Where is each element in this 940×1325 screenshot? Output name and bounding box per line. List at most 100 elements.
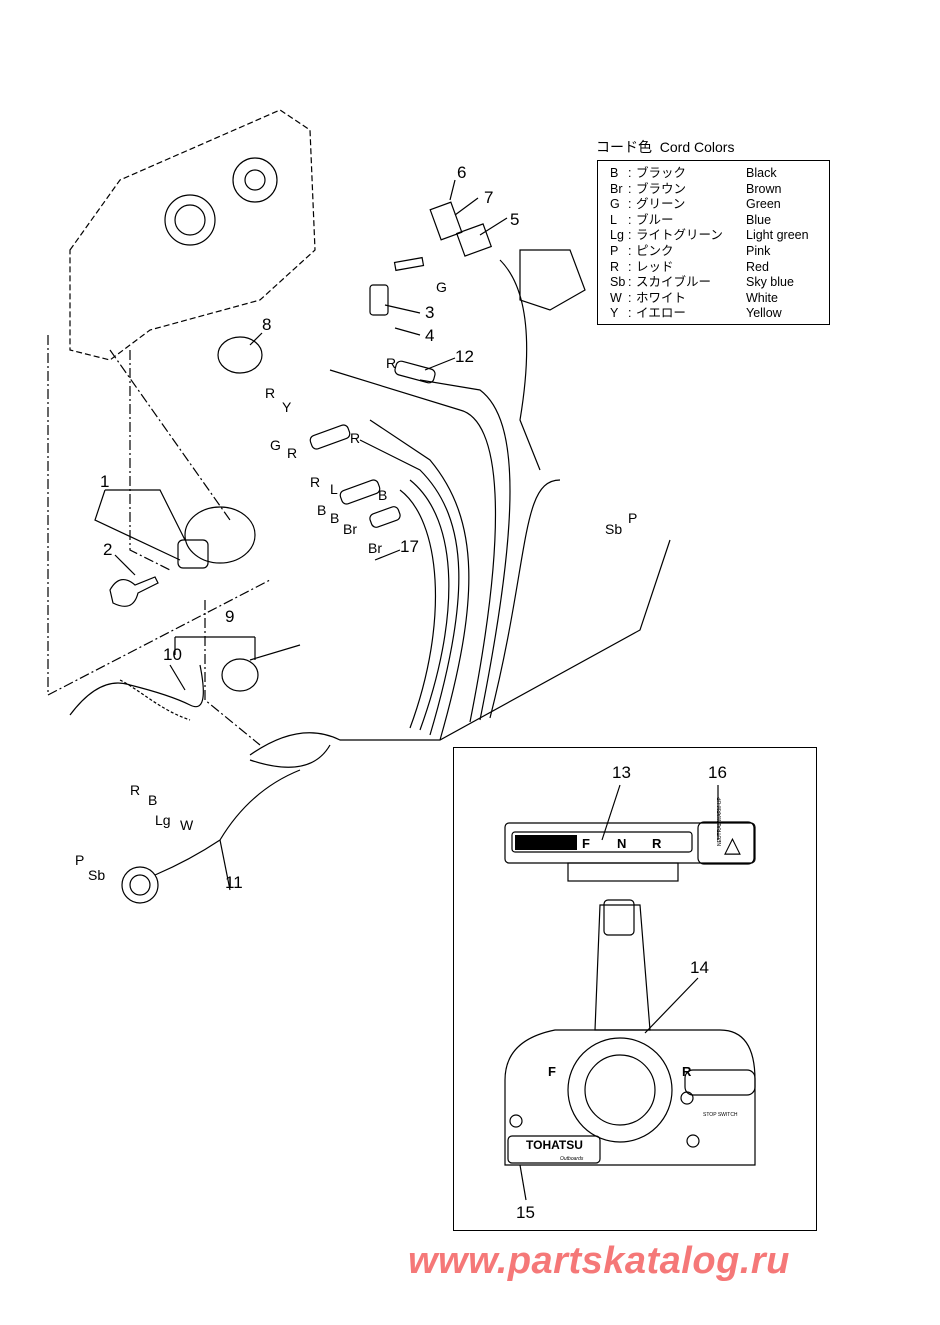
wire-label: Sb [88,867,105,883]
wire-label: Br [368,540,382,556]
legend-jp: ホワイト [636,290,687,305]
part-label-14: 14 [690,958,709,977]
wire-label: Y [282,399,292,415]
part-label-12: 12 [455,347,474,366]
legend-code: R [610,259,620,274]
wire-label: B [148,792,157,808]
legend-jp: スカイブルー [636,275,712,290]
part-label-6: 6 [457,163,466,182]
legend-code: W [610,290,622,305]
indicator-display [515,835,577,850]
part-label-1: 1 [100,472,109,491]
engine-housing [69,109,316,361]
legend-jp: ライトグリーン [636,228,723,243]
separator: : [628,244,632,258]
separator: : [628,197,632,212]
warning-triangle-icon: △ [724,832,741,857]
legend-jp: ブラック [636,166,687,180]
part-label-9: 9 [225,607,234,626]
legend-jp: ピンク [636,244,674,258]
wire-label: R [287,445,297,461]
wire-label: G [270,437,281,453]
wire-label: P [628,510,637,526]
legend-en: White [746,290,778,305]
legend-en: Sky blue [746,275,794,290]
legend-row: B: ブラック Black [610,166,777,182]
legend-en: Black [746,166,777,180]
separator: : [628,306,632,321]
wire-label: Sb [605,521,622,537]
legend-jp: レッド [636,259,674,274]
brand-logo: TOHATSU [526,1138,583,1152]
legend-code: Lg [610,228,624,243]
legend-code: L [610,212,617,227]
part-label-11: 11 [225,873,243,892]
legend-jp: ブルー [636,212,674,227]
legend-en: Light green [746,228,809,243]
legend-row: W: ホワイト White [610,291,778,307]
legend-row: Lg: ライトグリーン Light green [610,228,809,244]
part-label-10: 10 [163,645,182,664]
wire-label: B [317,502,326,518]
legend-title: コード色 Cord Colors [596,137,734,157]
wire-label: G [436,279,447,295]
part-label-8: 8 [262,315,271,334]
separator: : [628,228,632,243]
indicator-forward: F [582,836,590,851]
legend-en: Blue [746,212,772,227]
warmup-label: NEUTRAL WARM-UP [717,797,723,846]
wire-label: B [330,510,339,526]
separator: : [628,275,632,290]
legend-code: Sb [610,275,626,290]
wire-label: Br [343,521,357,537]
legend-en: Green [746,197,781,212]
part-label-17: 17 [400,537,419,556]
legend-title-jp: コード色 [596,139,652,155]
legend-jp: ブラウン [636,181,687,196]
legend-row: Y: イエロー Yellow [610,306,782,322]
legend-code: B [610,166,619,180]
legend-code: Br [610,181,623,196]
wire-label: R [386,355,396,371]
brand-sub: Outboards [560,1156,584,1162]
part-label-4: 4 [425,326,434,345]
legend-en: Pink [746,244,771,258]
wire-label: R [265,385,275,401]
indicator-reverse: R [652,836,662,851]
part-label-3: 3 [425,303,434,322]
part-label-2: 2 [103,540,112,559]
stop-switch-label: STOP SWITCH [703,1112,738,1118]
legend-code: Y [610,306,619,321]
legend-jp: グリーン [636,197,686,212]
wire-label: R [310,474,320,490]
separator: : [628,290,632,305]
wire-label: R [350,430,360,446]
legend-jp: イエロー [636,306,686,321]
legend-en: Yellow [746,306,782,321]
lever-reverse-mark: R [682,1064,692,1079]
remote-control-inset [453,747,817,1231]
wire-label: P [75,852,84,868]
part-label-5: 5 [510,210,519,229]
wire-label: R [130,782,140,798]
legend-row: Sb: スカイブルー Sky blue [610,275,794,291]
legend-row: G: グリーン Green [610,197,781,213]
part-label-15: 15 [516,1203,535,1222]
wire-label: Lg [155,812,171,828]
wire-label: B [378,487,387,503]
legend-row: L: ブルー Blue [610,213,771,229]
legend-title-en: Cord Colors [659,139,735,155]
separator: : [628,212,632,227]
part-label-7: 7 [484,188,493,207]
wire-label: W [180,817,194,833]
legend-code: G [610,197,620,212]
lever-forward-mark: F [548,1064,556,1079]
part-label-13: 13 [612,763,631,782]
legend-en: Red [746,259,769,274]
separator: : [628,166,632,180]
